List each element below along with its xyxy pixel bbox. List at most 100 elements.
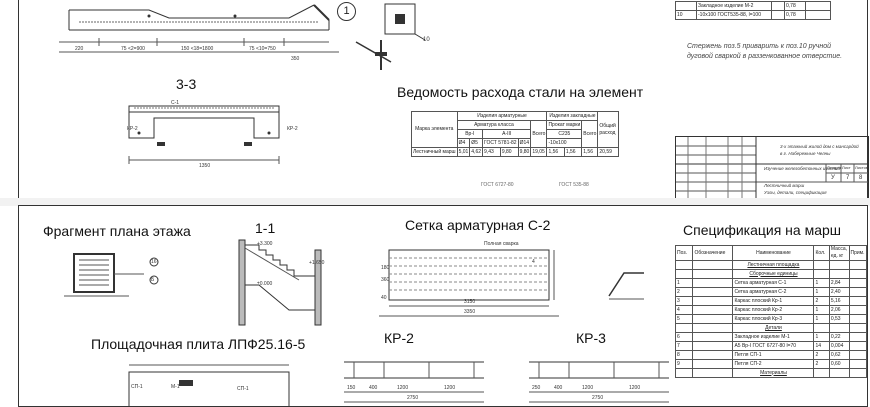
kr3-dim-1: 250 (532, 385, 541, 391)
spec-h-name: Наименование (732, 245, 815, 261)
embedded-row2-num: 10 (675, 10, 697, 20)
drawing-sheet-top: 220 75 <2=900 150 <18=1800 75 <10=750 35… (18, 0, 869, 201)
spec-h-mass: Масса, ед. кг (828, 245, 850, 261)
steel-gost1: ГОСТ 6727-80 (481, 182, 514, 188)
embedded-row1-val: 0,78 (784, 1, 806, 11)
dim-label-5: 350 (291, 56, 300, 62)
steel-d14: Ø14 (517, 138, 532, 148)
embedded-plate-detail (379, 0, 439, 45)
section-3-3-drawing (119, 98, 299, 178)
steel-h-rebar: Изделия арматурные (456, 111, 548, 121)
steel-common: Общий расход (597, 111, 620, 148)
stamp-part: Изучение железобетонных изделий (764, 166, 840, 171)
steel-val-0: 5,01 (456, 147, 471, 157)
steel-val-7: 1,56 (563, 147, 583, 157)
steel-prokat: Прокат марки (546, 120, 583, 130)
mesh-dim-h3: 40 (381, 295, 387, 301)
stamp-sheet-label: Лист (842, 165, 851, 170)
spec-title: Спецификация на марш (683, 222, 842, 238)
kr3-dim-3: 1200 (582, 385, 594, 391)
stamp-stage: У (831, 175, 835, 181)
embedded-row1-text: Закладное изделие М-2 (696, 1, 772, 11)
mesh-c2-title: Сетка арматурная С-2 (405, 217, 551, 233)
steel-val-9: 20,59 (597, 147, 620, 157)
section-1-1-title: 1-1 (255, 220, 276, 236)
steel-total-embed: Всего (581, 120, 599, 148)
spec-h-qty: Кол. (813, 245, 830, 261)
sheet-separator (0, 198, 870, 206)
spec-row: Сборочные единицы (674, 269, 868, 279)
anchor-bar-detail (351, 32, 401, 72)
binding-strip-top (0, 0, 19, 198)
steel-c235: С235 (546, 129, 583, 139)
stamp-sheet-name: Лестничный марш (764, 183, 805, 188)
steel-table-title: Ведомость расхода стали на элемент (397, 84, 644, 100)
dim-label-4: 75 <10=750 (249, 46, 276, 52)
spec-h-note: Прим. (848, 245, 868, 261)
steel-consumption-table: Марка элемента Изделия арматурные Издели… (411, 111, 620, 157)
mesh-bend-detail (604, 261, 654, 301)
steel-total-rebar: Всего (530, 120, 548, 148)
kr2-dim-total: 2750 (407, 395, 419, 401)
dim-label-1: 220 (75, 46, 84, 52)
dim-label-2: 75 <2=900 (121, 46, 145, 52)
steel-val-1: 4,62 (469, 147, 484, 157)
plan-axis-label-2: Б (151, 277, 155, 283)
stamp-project: 3-х этажный жилой дом с мансардой (780, 144, 859, 149)
mesh-c2-drawing (359, 244, 589, 324)
plan-axis-label-1: 16 (151, 259, 157, 265)
dim-label-3: 150 <18=1800 (181, 46, 214, 52)
mesh-dim-h1: 180 (381, 265, 390, 271)
steel-val-3: 9,80 (499, 147, 519, 157)
steel-val-5: 19,05 (530, 147, 548, 157)
drawing-sheet-bottom: Фрагмент плана этажа 16 Б 1-1 +3.300 +1.… (18, 205, 868, 407)
steel-size: -10х100 (546, 138, 583, 148)
steel-rebar-class: Арматура класса (456, 120, 532, 130)
kr2-dim-3: 1200 (397, 385, 409, 391)
floor-plan-fragment (59, 244, 169, 309)
specification-table: Поз. Обозначение Наименование Кол. Масса… (674, 245, 868, 378)
steel-d5: Ø5 (469, 138, 484, 148)
section-3-3-title: 3-3 (176, 76, 197, 92)
frame-kr3-title: КР-3 (576, 330, 606, 346)
spec-h-designation: Обозначение (692, 245, 734, 261)
stamp-sheets-label: Листов (855, 165, 868, 170)
steel-h-embed: Изделия закладные (546, 111, 599, 121)
mesh-dim-outer: 3350 (464, 309, 476, 315)
plate-label-sp1-right: СП-1 (237, 386, 249, 392)
stamp-sheets: 8 (859, 175, 863, 181)
kr3-dim-4: 1200 (629, 385, 641, 391)
landing-plate-title: Площадочная плита ЛПФ25.16-5 (91, 336, 306, 352)
landing-plate-drawing (119, 362, 299, 406)
level-mark-mid: +1.650 (309, 260, 325, 266)
level-mark-ground: ±0.000 (257, 281, 273, 287)
frame-kr2-title: КР-2 (384, 330, 414, 346)
steel-a3: А-III (482, 129, 532, 139)
beam-elevation-drawing (39, 0, 349, 60)
mesh-label-c1: С-1 (171, 100, 180, 106)
stair-section-drawing (219, 240, 339, 330)
stamp-sheet-name2: Узлы, детали, спецификация (764, 190, 827, 195)
kr2-dim-1: 150 (347, 385, 356, 391)
spec-row: Детали (674, 323, 868, 333)
binding-strip-bottom (0, 206, 19, 400)
title-block: 3-х этажный жилой дом с мансардой в г. Н… (675, 136, 869, 201)
steel-row-label: Лестничный марш (411, 147, 458, 157)
kr3-dim-total: 2750 (592, 395, 604, 401)
welding-note-line1: Стержень поз.5 приварить к поз.10 ручной (687, 43, 832, 50)
detail-position-label: 10 (423, 37, 430, 43)
steel-val-8: 1,56 (581, 147, 599, 157)
kr2-dim-4: 1200 (444, 385, 456, 391)
kr2-dim-2: 400 (369, 385, 378, 391)
mesh-dim-inner: 3150 (464, 299, 476, 305)
steel-gost2: ГОСТ 5781-82 (482, 138, 519, 148)
embedded-items-table: Закладное изделие М-2 0,78 10 -10х100 ГО… (675, 1, 831, 20)
